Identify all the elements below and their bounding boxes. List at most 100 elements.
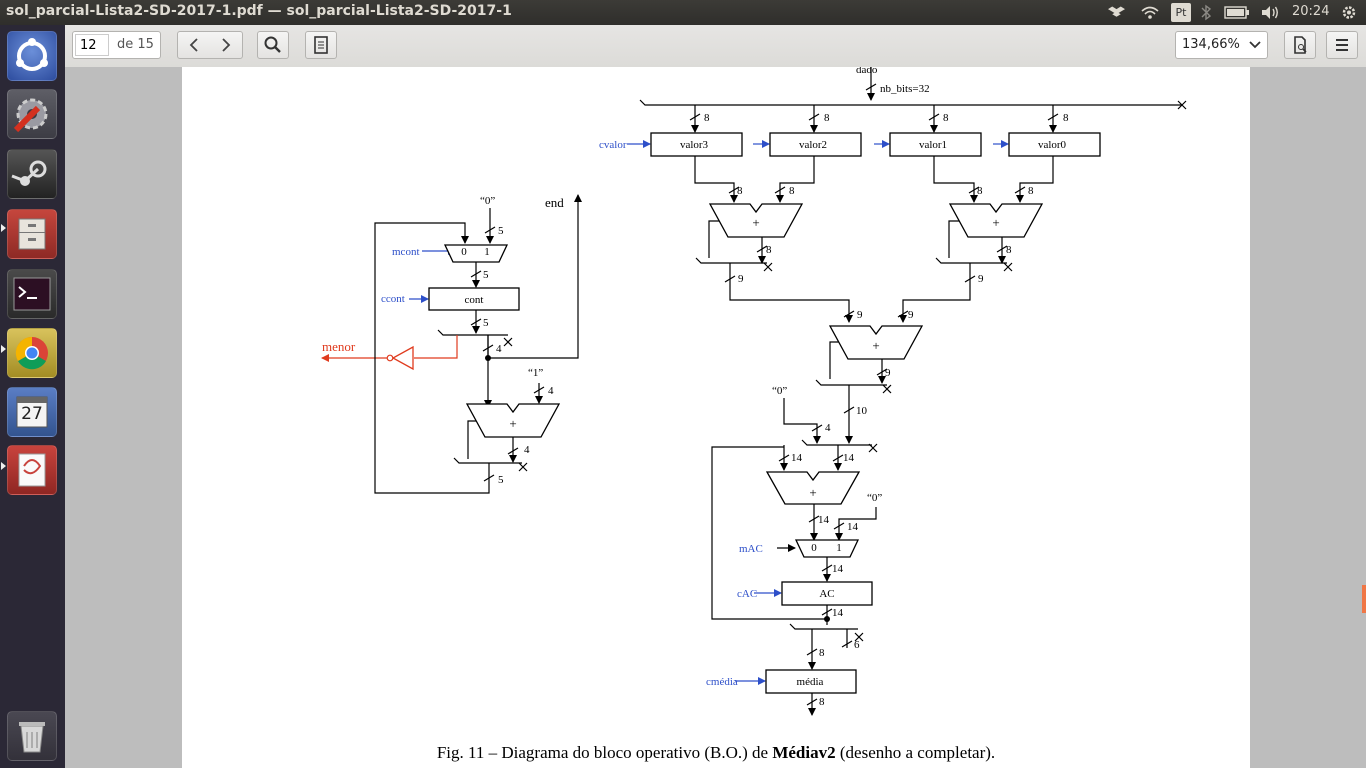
document-view[interactable]: dado nb_bits=32 valor3 valor2 valor1 val… (65, 67, 1366, 768)
dropbox-icon[interactable] (1108, 4, 1128, 21)
register-cont (428, 287, 520, 311)
launcher-item-ubuntu-dash[interactable] (7, 31, 57, 81)
bluetooth-icon[interactable] (1200, 4, 1212, 21)
launcher-item-system-settings[interactable] (7, 89, 57, 139)
battery-icon[interactable] (1224, 4, 1250, 21)
wifi-icon[interactable] (1140, 4, 1160, 21)
width-label: 9 (857, 309, 863, 321)
page-number-input[interactable] (75, 34, 109, 56)
bus-split (815, 379, 887, 386)
wire (414, 335, 458, 359)
width-label: 8 (704, 112, 710, 124)
launcher-item-calendar[interactable]: 27 (7, 387, 57, 437)
width-label: 9 (908, 309, 914, 321)
mux-input-1: 1 (484, 246, 490, 258)
annotations-button[interactable] (305, 31, 337, 59)
width-label: 6 (854, 639, 860, 651)
register-valor2 (769, 132, 862, 157)
components (386, 132, 1101, 694)
search-button[interactable] (257, 31, 289, 59)
register-media (765, 669, 857, 694)
register-ac (781, 581, 873, 606)
bus-width-tick (724, 275, 736, 283)
bus-width-tick (843, 310, 855, 318)
bus-width-tick (470, 318, 482, 326)
bus-width-tick (689, 113, 701, 121)
zoom-value: 134,66% (1182, 37, 1240, 52)
adder-plus: + (509, 416, 516, 431)
width-label: 14 (791, 452, 803, 464)
dado-label: dado (856, 67, 878, 76)
launcher-item-terminal[interactable] (7, 269, 57, 319)
bus-width-tick (484, 226, 496, 234)
launcher-item-chrome[interactable] (7, 328, 57, 378)
bus-width-tick (821, 608, 833, 616)
register-valor0-label: valor0 (1038, 139, 1067, 151)
width-label: 4 (496, 343, 502, 355)
bus-width-tick (832, 454, 844, 462)
previous-page-button[interactable] (178, 32, 210, 58)
volume-icon[interactable] (1260, 4, 1280, 21)
launcher-item-files[interactable] (7, 209, 57, 259)
width-label: 8 (789, 185, 795, 197)
bus-width-tick (964, 275, 976, 283)
unused-bits-mark (868, 443, 878, 453)
bus-width-tick (928, 113, 940, 121)
mux-input-0: 0 (811, 542, 817, 554)
multiplexer (794, 539, 860, 558)
chevron-down-icon (1249, 41, 1261, 49)
width-label: 8 (819, 696, 825, 708)
cvalor-label: cvalor (599, 139, 627, 151)
document-properties-button[interactable] (1284, 31, 1316, 59)
bus-split (695, 257, 767, 264)
power-gear-icon[interactable] (1340, 4, 1360, 21)
next-page-button[interactable] (210, 32, 242, 58)
unused-bits-mark (503, 337, 513, 347)
wire (374, 222, 490, 494)
wire (1016, 156, 1054, 203)
bus-width-tick (756, 245, 768, 253)
mux-input-1: 1 (836, 542, 842, 554)
viewer-toolbar: de 15 134,66% (65, 25, 1366, 68)
menu-button[interactable] (1326, 31, 1358, 59)
launcher-item-trash[interactable] (7, 711, 57, 761)
unused-bits-mark (763, 262, 773, 272)
bus-width-tick (774, 186, 786, 194)
width-label: 5 (498, 225, 504, 237)
width-label: 4 (524, 444, 530, 456)
keyboard-pt-indicator[interactable]: Pt (1171, 3, 1191, 22)
wire (711, 446, 827, 620)
launcher-item-document-viewer[interactable] (7, 445, 57, 495)
width-label: 8 (737, 185, 743, 197)
chrome-icon (15, 336, 48, 370)
bus-split (639, 99, 1182, 106)
wire (467, 420, 479, 459)
launcher-item-steam[interactable] (7, 149, 57, 199)
inverter-bubble (386, 354, 394, 362)
clock[interactable]: 20:24 (1292, 4, 1330, 19)
width-label: 8 (766, 244, 772, 256)
width-label: 8 (1063, 112, 1069, 124)
bus-width-tick (778, 454, 790, 462)
register-media-label: média (797, 676, 824, 688)
const-zero-label: “0” (867, 492, 882, 504)
zoom-selector[interactable]: 134,66% (1175, 31, 1268, 59)
register-cont-label: cont (465, 294, 484, 306)
adder-plus: + (872, 338, 879, 353)
bus-split (801, 439, 872, 446)
width-label: 14 (818, 514, 830, 526)
register-valor1 (889, 132, 982, 157)
bus-width-tick (876, 368, 888, 376)
width-label: 9 (978, 273, 984, 285)
width-label: 4 (825, 422, 831, 434)
adder (465, 403, 561, 438)
caption-bold: Médiav2 (772, 743, 836, 762)
const-one-label: “1” (528, 367, 543, 379)
scrollbar-indicator[interactable] (1362, 585, 1366, 613)
caption-suffix: (desenho a completar). (835, 743, 996, 762)
page-selector: de 15 (72, 31, 161, 59)
calendar-icon (16, 396, 48, 428)
bus-width-tick (806, 698, 818, 706)
bus-width-tick (996, 245, 1008, 253)
wires (321, 67, 1187, 716)
